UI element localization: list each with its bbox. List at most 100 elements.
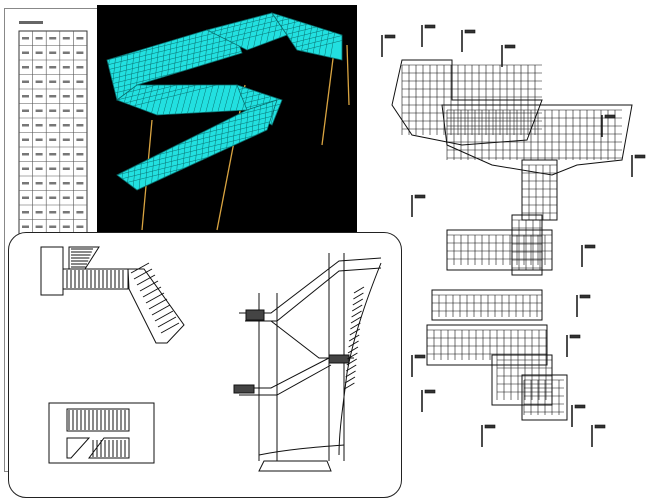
table-cell-text [49, 66, 57, 69]
table-cell-text [22, 95, 29, 98]
annotation-text [569, 334, 581, 339]
rock-hatch [344, 382, 355, 390]
mesh-line [117, 85, 252, 106]
table-cell-text [49, 225, 57, 228]
rock-hatch [350, 316, 362, 324]
mesh-line [228, 85, 238, 115]
table-cell-text [62, 109, 70, 112]
table-cell-text [76, 196, 84, 199]
table-cell-text [62, 124, 70, 127]
mesh-line [156, 85, 166, 115]
annotation-text [414, 354, 426, 359]
stair-tread [133, 268, 153, 280]
table-cell-text [22, 138, 29, 141]
mesh-line [272, 13, 342, 14]
table-cell-text [35, 37, 43, 40]
floor-plan-layout [381, 24, 646, 447]
table-cell-text [49, 153, 57, 156]
stair-tread [139, 280, 159, 292]
mesh-line [180, 85, 190, 115]
table-cell-text [49, 138, 57, 141]
mesh-line [207, 17, 287, 39]
mesh-line [198, 85, 208, 115]
mesh-line [252, 13, 262, 50]
rock-hatch [351, 310, 362, 318]
mesh-line [258, 13, 268, 50]
mesh-line [186, 85, 196, 115]
stair-tread [151, 304, 171, 316]
table-title-text [19, 21, 43, 24]
annotation-text [634, 154, 646, 159]
structural-plan-drawing [352, 5, 660, 495]
mesh-line [117, 129, 277, 171]
annotation-text [424, 24, 436, 29]
table-cell-text [49, 37, 57, 40]
table-cell-text [76, 51, 84, 54]
table-cell-text [76, 138, 84, 141]
table-cell-text [22, 182, 29, 185]
table-cell-text [62, 66, 70, 69]
annotation-text [574, 404, 586, 409]
table-cell-text [35, 124, 43, 127]
support-column [321, 42, 336, 146]
stair-plans-and-section [40, 246, 382, 472]
table-cell-text [22, 109, 29, 112]
table-cell-text [62, 167, 70, 170]
stair-tread [142, 286, 162, 298]
table-cell-text [76, 153, 84, 156]
table-cell-text [49, 124, 57, 127]
rock-hatch [344, 376, 356, 384]
table-cell-text [35, 153, 43, 156]
table-cell-text [35, 182, 43, 185]
table-cell-text [76, 37, 84, 40]
rock-hatch [346, 358, 358, 366]
table-cell-text [76, 66, 84, 69]
table-cell-text [76, 225, 84, 228]
stair-tread [148, 298, 168, 310]
mesh-line [272, 13, 342, 24]
table-cell-text [35, 138, 43, 141]
stair-tread [157, 316, 177, 328]
table-cell-text [76, 109, 84, 112]
rock-hatch [353, 292, 364, 300]
mesh-line [117, 85, 252, 101]
annotation-text [504, 44, 516, 49]
table-cell-text [62, 138, 70, 141]
table-cell-text [22, 196, 29, 199]
table-cell-text [62, 182, 70, 185]
mesh-line [107, 25, 242, 26]
annotation-text [594, 424, 606, 429]
table-cell-text [49, 182, 57, 185]
mesh-line [117, 85, 252, 111]
stair-tread [136, 274, 156, 286]
rock-hatch [350, 322, 361, 330]
mesh-line [107, 46, 242, 81]
stair-mesh-model [106, 12, 350, 231]
annotation-text [464, 29, 476, 34]
mesh-line [210, 85, 220, 115]
annotation-text [414, 194, 426, 199]
mesh-line [246, 13, 256, 50]
table-cell-text [62, 196, 70, 199]
table-cell-text [22, 66, 29, 69]
table-cell-text [62, 80, 70, 83]
table-cell-text [49, 109, 57, 112]
mesh-line [107, 36, 242, 71]
mesh-line [216, 85, 226, 115]
rock-hatch [349, 328, 361, 336]
table-cell-text [62, 37, 70, 40]
rock-hatch [348, 334, 360, 342]
mesh-line [192, 85, 202, 115]
table-cell-text [62, 153, 70, 156]
stair-section [233, 253, 382, 472]
table-cell-text [22, 211, 29, 214]
table-cell-text [35, 196, 43, 199]
table-cell-text [49, 211, 57, 214]
3d-mesh-model-view [97, 5, 357, 233]
table-cell-text [76, 211, 84, 214]
rock-hatch [345, 364, 357, 372]
table-cell-text [22, 80, 29, 83]
rock-hatch [348, 340, 359, 348]
table-cell-text [62, 211, 70, 214]
mesh-line [117, 100, 118, 190]
